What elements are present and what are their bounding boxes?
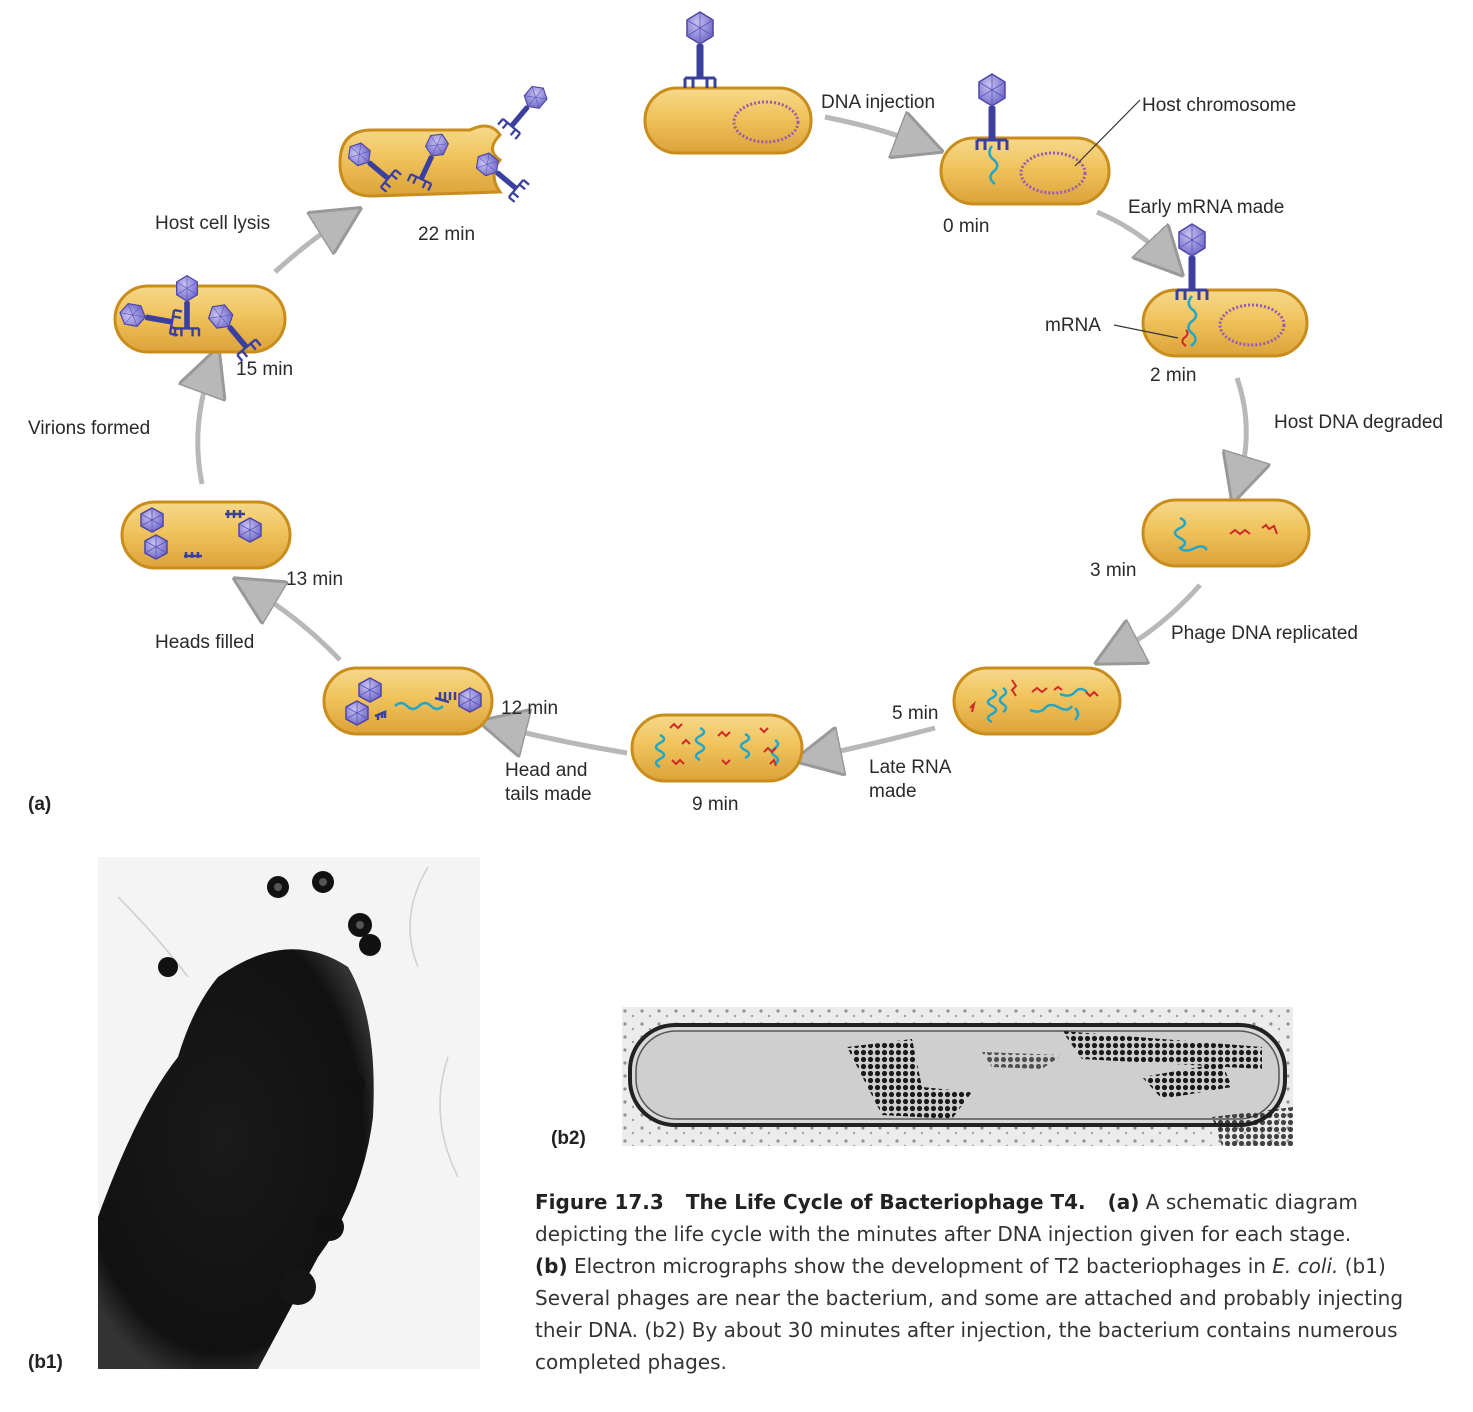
life-cycle-diagram: DNA injection Host chromosome 0 min Earl… <box>28 10 1443 815</box>
micrograph-b1 <box>98 857 480 1369</box>
caption-b-text: Electron micrographs show the developmen… <box>573 1254 1266 1278</box>
time-2-min: 2 min <box>1150 365 1196 386</box>
panel-b1-tag: (b1) <box>28 1352 63 1373</box>
cell-0-min <box>939 72 1141 206</box>
label-mrna: mRNA <box>1045 315 1101 336</box>
time-13-min: 13 min <box>286 569 343 590</box>
time-0-min: 0 min <box>943 216 989 237</box>
cell-12-min <box>322 666 494 736</box>
phage-head-icon <box>345 700 369 726</box>
figure-title: The Life Cycle of Bacteriophage T4. <box>685 1190 1086 1214</box>
time-5-min: 5 min <box>892 703 938 724</box>
phage-head-icon <box>140 507 164 533</box>
label-phage-dna-replicated: Phage DNA replicated <box>1171 623 1358 644</box>
time-15-min: 15 min <box>236 359 293 380</box>
figure-label: Figure 17.3 <box>535 1190 664 1214</box>
arrow-heads-tails <box>497 726 628 753</box>
phage-icon <box>683 10 717 90</box>
phage-head-icon <box>144 534 168 560</box>
arrow-host-dna-degraded <box>1237 377 1246 485</box>
cell-15-min <box>113 274 287 363</box>
arrow-injection <box>824 117 925 145</box>
label-head-tails-line2: tails made <box>505 784 592 805</box>
time-3-min: 3 min <box>1090 560 1136 581</box>
cycle-arrows <box>198 117 1246 757</box>
cell-9-min <box>630 713 804 783</box>
label-head-tails-line1: Head and <box>505 760 587 781</box>
label-host-chromosome: Host chromosome <box>1142 95 1296 116</box>
caption-b2-ref: (b2) <box>644 1318 686 1342</box>
cell-pre-injection <box>643 10 813 155</box>
label-late-rna-line1: Late RNA <box>869 757 952 778</box>
cell-2-min <box>1113 222 1309 358</box>
caption-b-tag: (b) <box>535 1254 568 1278</box>
cell-13-min <box>120 500 292 570</box>
label-early-mrna: Early mRNA made <box>1128 197 1284 218</box>
phage-head-icon <box>238 517 262 543</box>
arrow-virions-formed <box>198 365 212 485</box>
label-virions-formed: Virions formed <box>28 418 150 439</box>
arrow-host-lysis <box>273 218 345 274</box>
caption-b1-text: Several phages are near the bacterium, a… <box>535 1286 1404 1342</box>
label-late-rna-line2: made <box>869 781 917 802</box>
caption-b1-ref: (b1) <box>1344 1254 1386 1278</box>
micrograph-b2 <box>622 1007 1293 1146</box>
caption-species: E. coli. <box>1272 1254 1339 1278</box>
label-host-cell-lysis: Host cell lysis <box>155 213 270 234</box>
phage-icon <box>1175 222 1209 302</box>
micrograph-b1-image <box>98 857 480 1369</box>
figure-caption: Figure 17.3 The Life Cycle of Bacteriopha… <box>535 1186 1445 1378</box>
arrow-early-mrna <box>1096 209 1170 262</box>
time-9-min: 9 min <box>692 794 738 815</box>
panel-b2-tag: (b2) <box>551 1128 586 1149</box>
label-heads-filled: Heads filled <box>155 632 254 653</box>
label-host-dna-degraded: Host DNA degraded <box>1274 412 1443 433</box>
phage-head-icon <box>458 687 482 713</box>
caption-b2-text: By about 30 minutes after injection, the… <box>535 1318 1398 1374</box>
caption-a-tag: (a) <box>1107 1190 1140 1214</box>
cell-5-min <box>952 666 1122 736</box>
cell-3-min <box>1141 498 1311 568</box>
phage-head-icon <box>358 677 382 703</box>
time-22-min: 22 min <box>418 224 475 245</box>
phage-icon <box>975 72 1009 152</box>
cell-22-min-lysis <box>338 79 554 204</box>
time-12-min: 12 min <box>501 698 558 719</box>
micrograph-b2-image <box>622 1007 1293 1146</box>
panel-a-tag: (a) <box>28 794 51 815</box>
arrow-late-rna <box>812 725 936 757</box>
caption-a-text: A schematic diagram depicting the life c… <box>535 1190 1358 1246</box>
label-dna-injection: DNA injection <box>821 92 935 113</box>
arrow-heads-filled <box>250 588 342 662</box>
arrow-phage-dna-replicated <box>1112 583 1202 655</box>
